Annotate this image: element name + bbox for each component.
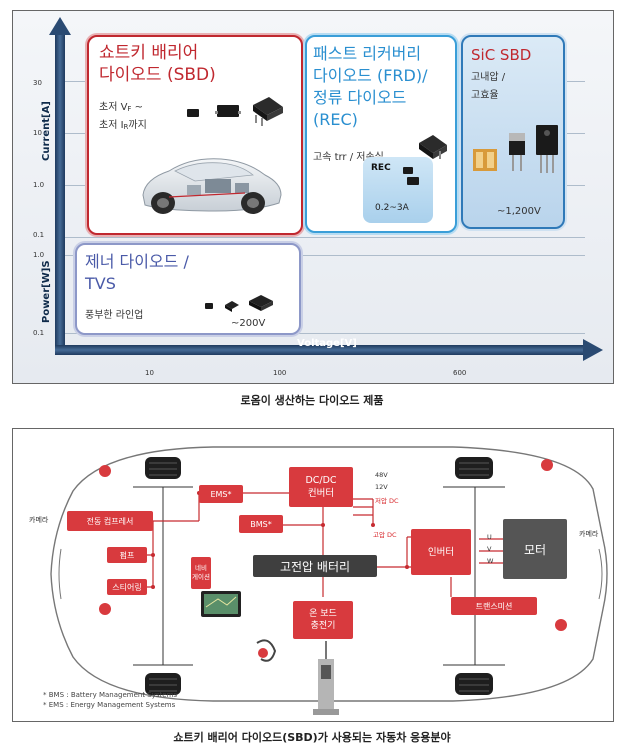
sic-spec2: 고효율 [471, 90, 499, 101]
figure1-caption: 로옴이 생산하는 다이오드 제품 [240, 394, 384, 407]
sbd-title-line2: 다이오드 (SBD) [99, 65, 216, 85]
voltage-12v-label: 12V [375, 483, 388, 491]
sbd-title-line1: 쇼트키 배리어 [99, 43, 199, 63]
vertical-axis-bar [55, 33, 65, 355]
power-tick: 1.0 [33, 251, 45, 259]
frd-title-line4: (REC) [313, 110, 358, 129]
dcdc-line1: DC/DC [305, 475, 337, 486]
car-outline-and-wiring [50, 446, 608, 715]
vertical-axis-arrow [49, 17, 71, 35]
frd-title-line2: 다이오드 (FRD)/ [313, 66, 428, 85]
charger-line1: 온 보드 [309, 609, 337, 619]
horizontal-axis-bar [55, 345, 585, 355]
dcdc-line2: 컨버터 [307, 488, 335, 499]
phase-u-label: U [487, 533, 492, 541]
power-axis-label: Power[W]S [41, 260, 52, 323]
rec-label: REC [371, 163, 391, 173]
sic-voltage: ~1,200V [497, 206, 541, 217]
sbd-spec-vf: 초저 VF ~ [99, 102, 144, 113]
ems-note: * EMS : Energy Management Systems [43, 701, 176, 709]
zener-spec: 풍부한 라인업 [85, 310, 144, 321]
ems-block: EMS* [199, 485, 243, 503]
low-voltage-dc-label: 저압 DC [375, 497, 399, 505]
frd-title-line3: 정류 다이오드 [313, 88, 407, 107]
current-tick: 0.1 [33, 231, 45, 239]
bms-note: * BMS : Battery Management Systems [43, 691, 178, 699]
navigation-device-graphic [201, 591, 241, 617]
automotive-application-diagram: EMS* BMS* DC/DC 컨버터 전동 컴프레서 펌프 스티어링 네비 게… [12, 428, 614, 722]
inverter-block: 인버터 [411, 529, 471, 575]
zener-voltage: ~200V [231, 318, 266, 329]
car-chassis-image [142, 158, 282, 214]
voltage-tick: 10 [145, 369, 154, 377]
sic-card: SiC SBD 고내압 / 고효율 [461, 35, 565, 229]
current-axis-label: Current[A] [41, 101, 52, 161]
motor-block: 모터 [503, 519, 567, 579]
grid-line [65, 237, 585, 238]
camera-left-label: 카메라 [29, 516, 49, 524]
bms-block: BMS* [239, 515, 283, 533]
sbd-spec-ir: 초저 IR까지 [99, 120, 147, 131]
sic-title: SiC SBD [471, 46, 532, 64]
frd-title-line1: 패스트 리커버리 [313, 44, 422, 63]
wheel-rear-right [455, 673, 493, 695]
dcdc-converter-block: DC/DC 컨버터 [289, 467, 353, 507]
charger-line2: 충전기 [310, 621, 336, 631]
current-tick: 30 [33, 79, 42, 87]
grid-line [65, 333, 585, 334]
wheel-rear-left [145, 673, 181, 695]
current-tick: 10 [33, 129, 42, 137]
zener-card: 제너 다이오드 / TVS 풍부한 라인업 ~200V [75, 243, 301, 335]
power-tick: 0.1 [33, 329, 45, 337]
navi-line1: 네비 [195, 564, 207, 572]
voltage-48v-label: 48V [375, 471, 388, 479]
phase-w-label: W [487, 557, 494, 565]
rec-panel: REC 0.2~3A [363, 157, 433, 223]
navi-line2: 게이션 [192, 573, 210, 581]
camera-right-label: 카메라 [579, 530, 599, 538]
frd-spec: 고속 trr / 저손실 [313, 152, 384, 163]
steering-block: 스티어링 [107, 579, 147, 595]
figure2-caption: 쇼트키 배리어 다이오드(SBD)가 사용되는 자동차 응용분야 [173, 731, 451, 744]
high-voltage-dc-label: 고압 DC [373, 531, 397, 539]
transmission-block: 트랜스미션 [451, 597, 537, 615]
frd-card: 패스트 리커버리 다이오드 (FRD)/ 정류 다이오드 (REC) 고속 tr… [305, 35, 457, 233]
sic-spec1: 고내압 / [471, 72, 506, 83]
phase-v-label: V [487, 545, 492, 553]
voltage-tick: 100 [273, 369, 287, 377]
diode-product-map: Current[A] Power[W]S Voltage[V] 30 10 1.… [12, 10, 614, 384]
onboard-charger-block: 온 보드 충전기 [293, 601, 353, 639]
charger-pole-graphic [313, 641, 339, 715]
voltage-axis-label: Voltage[V] [297, 338, 357, 349]
voltage-tick: 600 [453, 369, 467, 377]
horizontal-axis-arrow [583, 339, 603, 361]
current-tick: 1.0 [33, 181, 45, 189]
grid-line [65, 255, 585, 256]
zener-title-line2: TVS [85, 274, 116, 293]
wheel-front-left [145, 457, 181, 479]
high-voltage-battery-block: 고전압 배터리 [253, 555, 377, 577]
pump-block: 펌프 [107, 547, 147, 563]
navigation-block: 네비 게이션 [191, 557, 211, 589]
zener-title-line1: 제너 다이오드 / [85, 252, 189, 271]
wheel-front-right [455, 457, 493, 479]
rec-range: 0.2~3A [375, 203, 409, 213]
electric-compressor-block: 전동 컴프레서 [67, 511, 153, 531]
sbd-card: 쇼트키 배리어 다이오드 (SBD) 초저 VF ~ 초저 IR까지 [87, 35, 303, 235]
